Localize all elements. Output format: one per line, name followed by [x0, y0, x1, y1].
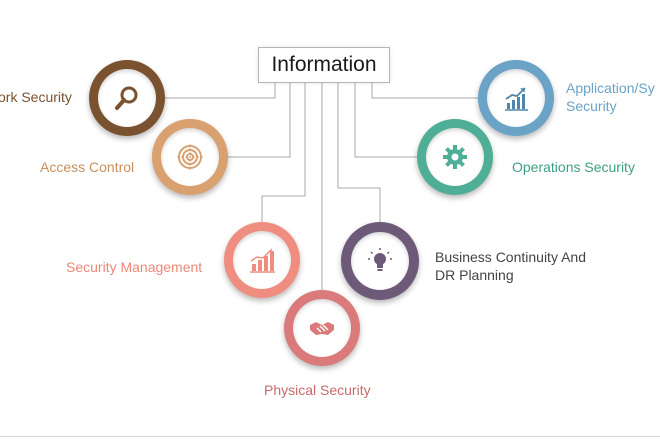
information-title: Information: [271, 53, 377, 76]
business-continuity-node: [341, 222, 419, 300]
bar-chart-icon: [250, 248, 275, 273]
security-management-label: Security Management: [66, 259, 203, 275]
connector-continuity: [337, 83, 381, 222]
operations-security-label: Operations Security: [512, 159, 635, 175]
handshake-icon: [310, 322, 334, 335]
access-control-node: [152, 119, 228, 195]
application-security-label-line2: Security: [566, 98, 617, 114]
connector-network: [165, 83, 276, 99]
application-security-label-line1: Application/Sy: [566, 80, 655, 96]
bottom-divider: [0, 436, 660, 437]
business-continuity-label-line1: Business Continuity And: [435, 249, 586, 265]
business-continuity-label-line2: DR Planning: [435, 267, 514, 283]
lightbulb-icon: [368, 248, 392, 271]
growth-chart-icon: [505, 87, 528, 111]
security-management-node: [224, 222, 300, 298]
connector-application: [371, 83, 478, 99]
physical-security-label: Physical Security: [264, 382, 371, 398]
gear-icon: [443, 145, 467, 169]
physical-security-node: [284, 290, 360, 366]
connector-operations: [354, 83, 417, 158]
information-title-box: Information: [258, 47, 390, 83]
access-control-label: Access Control: [40, 159, 135, 175]
magnifier-icon: [115, 86, 138, 110]
application-security-node: [478, 60, 554, 136]
target-icon: [177, 144, 203, 170]
network-security-label: ork Security: [0, 89, 72, 105]
operations-security-node: [417, 119, 493, 195]
connector-management: [261, 83, 306, 222]
network-security-node: [89, 60, 165, 136]
connector-access: [228, 83, 291, 158]
